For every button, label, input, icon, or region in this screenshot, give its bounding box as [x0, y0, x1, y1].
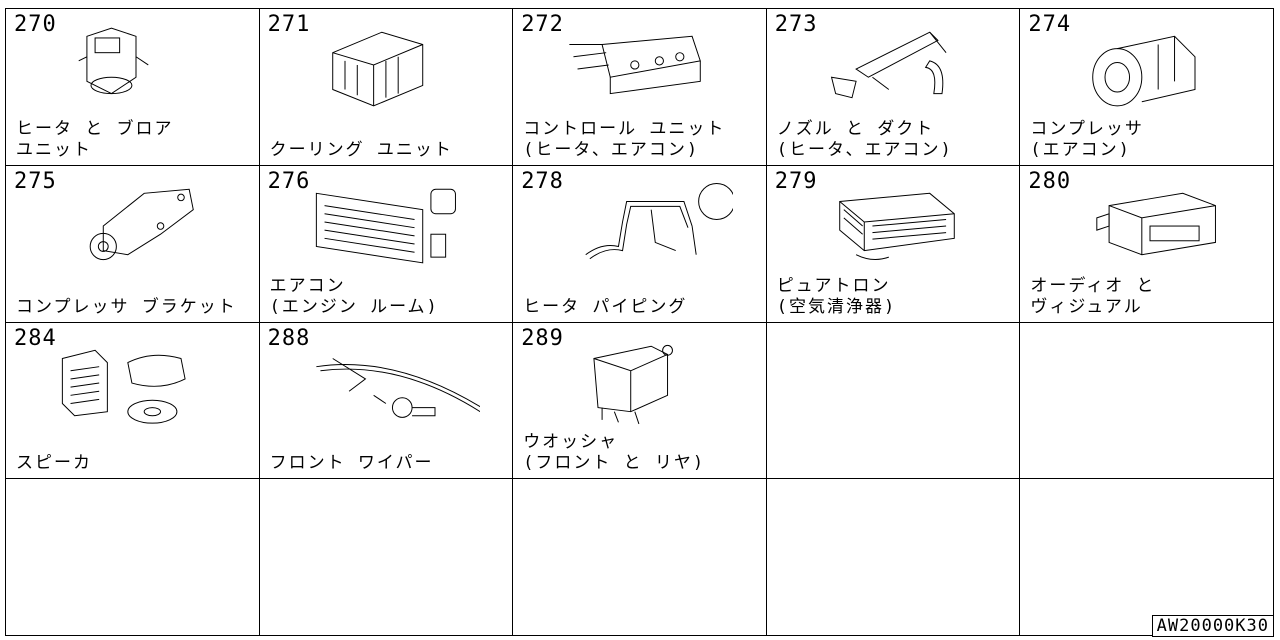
part-cell-271: 271 クーリング ユニット	[259, 9, 514, 166]
control-unit-icon	[569, 35, 702, 95]
part-label: コンプレッサ (エアコン)	[1030, 118, 1144, 160]
part-cell-280: 280 オーディオ と ヴィジュアル	[1020, 165, 1274, 323]
part-number: 273	[774, 12, 818, 37]
nozzle-duct-icon	[830, 31, 947, 99]
part-label: スピーカ	[16, 453, 92, 474]
part-label: ノズル と ダクト (ヒータ、エアコン)	[776, 118, 953, 160]
heater-piping-icon	[585, 182, 734, 259]
part-number: 271	[267, 12, 311, 37]
compressor-bracket-icon	[89, 188, 194, 260]
speaker-icon	[61, 349, 186, 424]
empty-cell	[766, 479, 1021, 636]
audio-unit-icon	[1096, 192, 1217, 255]
part-number: 289	[521, 325, 564, 351]
empty-cell	[6, 479, 260, 636]
compressor-icon	[1092, 35, 1196, 107]
part-number: 278	[521, 168, 564, 194]
empty-cell	[766, 322, 1021, 480]
part-number: 288	[267, 325, 311, 351]
part-cell-279: 279 ピュアトロン (空気清浄器)	[766, 165, 1021, 323]
part-number: 274	[1028, 12, 1072, 37]
diagram-code: AW20000K30	[1151, 615, 1274, 637]
empty-cell	[513, 479, 767, 636]
part-cell-278: 278 ヒータ パイピング	[513, 165, 767, 323]
air-purifier-icon	[839, 192, 955, 260]
part-number: 284	[14, 325, 57, 351]
heater-blower-icon	[78, 27, 149, 95]
part-cell-284: 284 スピーカ	[6, 322, 260, 480]
empty-cell	[1020, 322, 1274, 480]
part-cell-276: 276 エアコン (エンジン ルーム)	[259, 165, 514, 323]
part-cell-272: 272 コントロール ユニット (ヒータ、エアコン)	[513, 9, 767, 166]
part-label: エアコン (エンジン ルーム)	[269, 275, 439, 317]
part-number: 275	[14, 168, 57, 194]
part-cell-289: 289 ウオッシャ (フロント と リヤ)	[513, 322, 767, 480]
part-number: 272	[521, 12, 564, 37]
part-number: 280	[1028, 168, 1072, 194]
part-number: 279	[774, 168, 818, 194]
part-number: 276	[267, 168, 311, 194]
part-label: ピュアトロン (空気清浄器)	[776, 275, 897, 317]
part-label: コンプレッサ ブラケット	[16, 296, 237, 317]
part-number: 270	[14, 12, 57, 37]
part-cell-270: 270 ヒータ と ブロア ユニット	[6, 9, 260, 166]
part-label: クーリング ユニット	[269, 139, 453, 160]
empty-cell	[1020, 479, 1274, 636]
part-label: ウオッシャ (フロント と リヤ)	[523, 432, 706, 474]
cooling-unit-icon	[331, 31, 423, 107]
empty-cell	[259, 479, 514, 636]
washer-tank-icon	[593, 344, 674, 424]
parts-grid: 270 ヒータ と ブロア ユニット 271 クーリング ユニット 272 コントロール …	[5, 8, 1274, 636]
wiper-icon	[315, 357, 480, 418]
part-label: フロント ワイパー	[269, 453, 434, 474]
part-label: コントロール ユニット (ヒータ、エアコン)	[523, 118, 726, 160]
part-cell-275: 275 コンプレッサ ブラケット	[6, 165, 260, 323]
part-cell-274: 274 コンプレッサ (エアコン)	[1020, 9, 1274, 166]
condenser-icon	[315, 188, 456, 264]
part-cell-273: 273 ノズル と ダクト (ヒータ、エアコン)	[766, 9, 1021, 166]
part-label: オーディオ と ヴィジュアル	[1030, 275, 1156, 317]
part-cell-288: 288 フロント ワイパー	[259, 322, 514, 480]
part-label: ヒータ と ブロア ユニット	[16, 118, 174, 160]
part-label: ヒータ パイピング	[523, 296, 688, 317]
